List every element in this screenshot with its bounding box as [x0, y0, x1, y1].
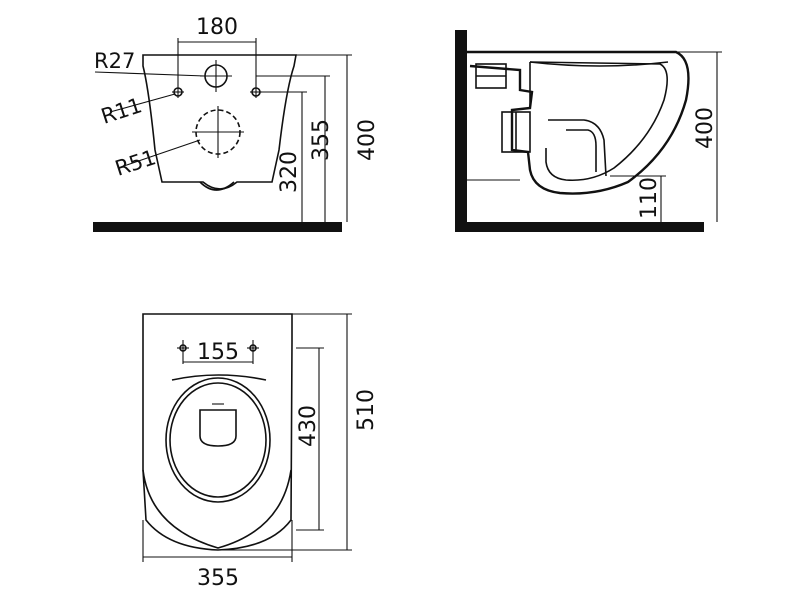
side-floor: [455, 222, 704, 232]
top-dim-430-label: 430: [296, 405, 321, 447]
side-dim-400-label: 400: [693, 107, 718, 149]
top-bowl-inner-rim: [169, 382, 267, 498]
side-bowl-outer: [467, 50, 690, 195]
front-dim-180-label: 180: [196, 15, 238, 40]
top-view: 155 430 510 355: [142, 313, 379, 591]
side-wall: [455, 30, 467, 232]
front-bowl-chin: [199, 181, 235, 191]
top-drain: [199, 409, 237, 447]
front-dim-400-label: 400: [355, 119, 380, 161]
front-r11-leader: [109, 93, 176, 113]
side-dim-110-label: 110: [637, 177, 662, 219]
top-bowl-inner: [165, 377, 271, 503]
front-r51-label: R51: [112, 145, 159, 181]
top-dim-155-label: 155: [197, 340, 239, 365]
front-view: 180 R27 R11 R51 400 355 320: [93, 15, 380, 232]
top-dim-355-label: 355: [197, 566, 239, 591]
top-rim-arc: [171, 374, 267, 381]
front-dim-320-label: 320: [277, 151, 302, 193]
front-r11-label: R11: [98, 93, 145, 129]
top-bowl-outer-curve: [142, 469, 292, 549]
front-r51-leader: [117, 139, 201, 169]
front-dim-355-label: 355: [309, 119, 334, 161]
top-dim-510-label: 510: [354, 389, 379, 431]
side-rim-curve: [529, 61, 669, 67]
side-bowl-inner: [529, 61, 668, 182]
front-r27-label: R27: [94, 49, 135, 73]
side-view: 400 110: [455, 30, 722, 232]
front-r27-leader: [94, 71, 206, 77]
side-trap: [548, 119, 607, 177]
front-floor: [93, 222, 342, 232]
